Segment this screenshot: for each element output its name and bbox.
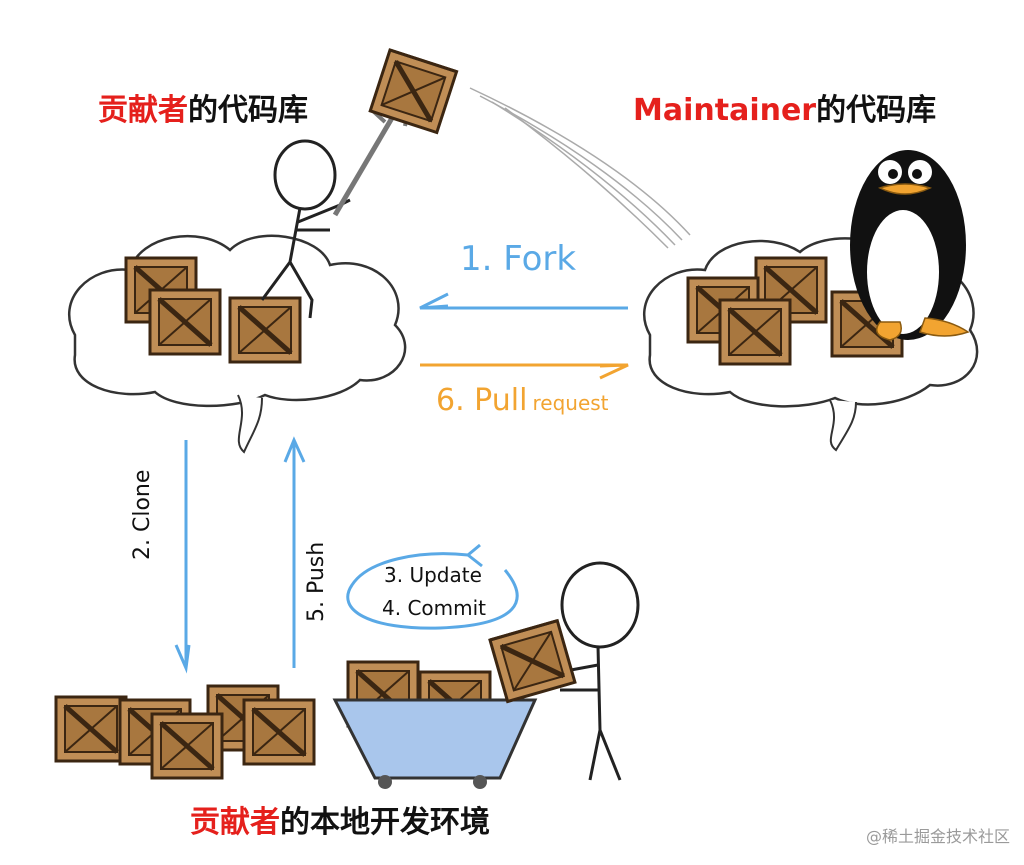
motion-lines <box>469 87 691 249</box>
update-label: 3. Update <box>384 563 482 587</box>
pull-request-sub: request <box>532 391 609 415</box>
watermark: @稀土掘金技术社区 <box>865 827 1010 846</box>
stick-figure-with-fork <box>260 99 410 319</box>
penguin-icon <box>850 150 970 341</box>
pull-request-label: 6. Pull request <box>436 386 609 416</box>
stick-figure-pushing <box>559 561 640 781</box>
contributor-rest: 的代码库 <box>188 93 308 128</box>
pull-request-arrow <box>420 363 629 380</box>
pull-request-main: 6. Pull <box>436 383 528 418</box>
crate <box>152 714 222 778</box>
fork-label: 1. Fork <box>460 239 577 279</box>
push-arrow <box>283 436 306 668</box>
crate <box>244 700 314 764</box>
push-label: 5. Push <box>304 541 329 622</box>
maintainer-highlight: Maintainer <box>633 93 817 128</box>
contributor-highlight: 贡献者 <box>98 93 188 128</box>
contributor-repo-label: 贡献者的代码库 <box>98 96 308 126</box>
local-env-highlight: 贡献者 <box>190 805 280 840</box>
maintainer-rest: 的代码库 <box>816 93 937 128</box>
cart-icon <box>332 662 538 789</box>
clone-arrow <box>174 440 191 674</box>
commit-label: 4. Commit <box>382 596 487 620</box>
update-commit-loop <box>346 543 519 630</box>
local-env-label: 贡献者的本地开发环境 <box>190 808 490 838</box>
crate <box>720 300 790 364</box>
maintainer-repo-label: Maintainer的代码库 <box>633 96 936 126</box>
crate <box>56 697 126 761</box>
clone-label: 2. Clone <box>130 469 155 560</box>
crate <box>150 290 220 354</box>
fork-arrow <box>419 292 628 310</box>
crate <box>230 298 300 362</box>
local-env-rest: 的本地开发环境 <box>280 805 490 840</box>
